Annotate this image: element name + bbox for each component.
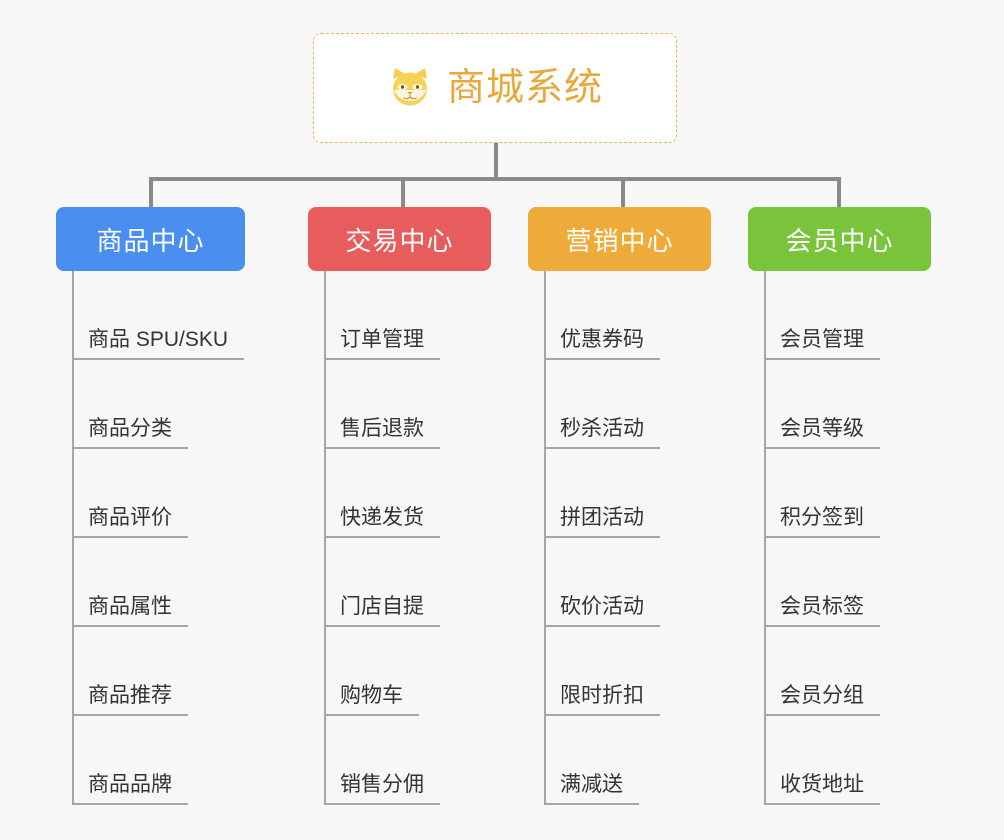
- leaf-item-label: 购物车: [324, 684, 419, 716]
- leaf-item[interactable]: 拼团活动: [528, 449, 711, 538]
- leaf-item[interactable]: 门店自提: [308, 538, 491, 627]
- leaf-item[interactable]: 收货地址: [748, 716, 931, 805]
- leaf-item-label: 限时折扣: [544, 684, 660, 716]
- shiba-inu-icon: [387, 65, 433, 111]
- leaf-item-label: 会员分组: [764, 684, 880, 716]
- category-column-2: 交易中心订单管理售后退款快递发货门店自提购物车销售分佣: [308, 207, 491, 805]
- leaf-item-label: 会员等级: [764, 417, 880, 449]
- leaf-list-1: 商品 SPU/SKU 商品分类商品评价商品属性商品推荐商品品牌: [56, 271, 245, 805]
- leaf-item-label: 销售分佣: [324, 773, 440, 805]
- leaf-item-label: 商品评价: [72, 506, 188, 538]
- root-node[interactable]: 商城系统: [313, 33, 677, 143]
- category-header-label: 交易中心: [345, 225, 454, 256]
- connector-horizontal-bus: [149, 177, 839, 181]
- leaf-item-label: 商品推荐: [72, 684, 188, 716]
- connector-root-stem: [494, 143, 498, 179]
- leaf-item[interactable]: 商品评价: [56, 449, 245, 538]
- leaf-item-label: 会员管理: [764, 328, 880, 360]
- leaf-item[interactable]: 会员标签: [748, 538, 931, 627]
- leaf-item-label: 商品分类: [72, 417, 188, 449]
- leaf-item-label: 秒杀活动: [544, 417, 660, 449]
- leaf-item-label: 会员标签: [764, 595, 880, 627]
- leaf-item[interactable]: 积分签到: [748, 449, 931, 538]
- category-header-3[interactable]: 营销中心: [528, 207, 711, 271]
- leaf-list-2: 订单管理售后退款快递发货门店自提购物车销售分佣: [308, 271, 491, 805]
- leaf-item-label: 优惠券码: [544, 328, 660, 360]
- leaf-item-label: 售后退款: [324, 417, 440, 449]
- trunk-line-3: [544, 271, 546, 805]
- leaf-item[interactable]: 秒杀活动: [528, 360, 711, 449]
- leaf-item[interactable]: 商品属性: [56, 538, 245, 627]
- leaf-item-label: 积分签到: [764, 506, 880, 538]
- leaf-item[interactable]: 商品推荐: [56, 627, 245, 716]
- category-header-label: 营销中心: [565, 225, 674, 256]
- category-header-2[interactable]: 交易中心: [308, 207, 491, 271]
- leaf-item[interactable]: 购物车: [308, 627, 491, 716]
- leaf-item[interactable]: 售后退款: [308, 360, 491, 449]
- leaf-item-label: 收货地址: [764, 773, 880, 805]
- leaf-item[interactable]: 满减送: [528, 716, 711, 805]
- root-title: 商城系统: [446, 67, 603, 109]
- connector-drop-4: [837, 177, 841, 209]
- leaf-item[interactable]: 优惠券码: [528, 271, 711, 360]
- category-column-1: 商品中心商品 SPU/SKU 商品分类商品评价商品属性商品推荐商品品牌: [56, 207, 245, 805]
- category-header-4[interactable]: 会员中心: [748, 207, 931, 271]
- category-header-label: 会员中心: [785, 225, 894, 256]
- leaf-item[interactable]: 商品分类: [56, 360, 245, 449]
- category-column-3: 营销中心优惠券码秒杀活动拼团活动砍价活动限时折扣满减送: [528, 207, 711, 805]
- leaf-item-label: 商品品牌: [72, 773, 188, 805]
- leaf-item-label: 订单管理: [324, 328, 440, 360]
- trunk-line-4: [764, 271, 766, 805]
- leaf-item[interactable]: 砍价活动: [528, 538, 711, 627]
- trunk-line-1: [72, 271, 74, 805]
- leaf-item-label: 门店自提: [324, 595, 440, 627]
- category-column-4: 会员中心会员管理会员等级积分签到会员标签会员分组收货地址: [748, 207, 931, 805]
- leaf-list-4: 会员管理会员等级积分签到会员标签会员分组收货地址: [748, 271, 931, 805]
- leaf-item[interactable]: 订单管理: [308, 271, 491, 360]
- leaf-item[interactable]: 快递发货: [308, 449, 491, 538]
- leaf-item[interactable]: 商品品牌: [56, 716, 245, 805]
- connector-drop-3: [621, 177, 625, 209]
- leaf-item-label: 商品 SPU/SKU: [72, 328, 245, 360]
- leaf-list-3: 优惠券码秒杀活动拼团活动砍价活动限时折扣满减送: [528, 271, 711, 805]
- trunk-line-2: [324, 271, 326, 805]
- leaf-item[interactable]: 会员分组: [748, 627, 931, 716]
- leaf-item-label: 砍价活动: [544, 595, 660, 627]
- leaf-item[interactable]: 会员管理: [748, 271, 931, 360]
- leaf-item-label: 商品属性: [72, 595, 188, 627]
- leaf-item[interactable]: 会员等级: [748, 360, 931, 449]
- category-header-label: 商品中心: [96, 225, 205, 256]
- connector-drop-2: [401, 177, 405, 209]
- leaf-item[interactable]: 销售分佣: [308, 716, 491, 805]
- leaf-item[interactable]: 限时折扣: [528, 627, 711, 716]
- leaf-item-label: 快递发货: [324, 506, 440, 538]
- category-header-1[interactable]: 商品中心: [56, 207, 245, 271]
- leaf-item-label: 拼团活动: [544, 506, 660, 538]
- leaf-item[interactable]: 商品 SPU/SKU: [56, 271, 245, 360]
- leaf-item-label: 满减送: [544, 773, 639, 805]
- connector-drop-1: [149, 177, 153, 209]
